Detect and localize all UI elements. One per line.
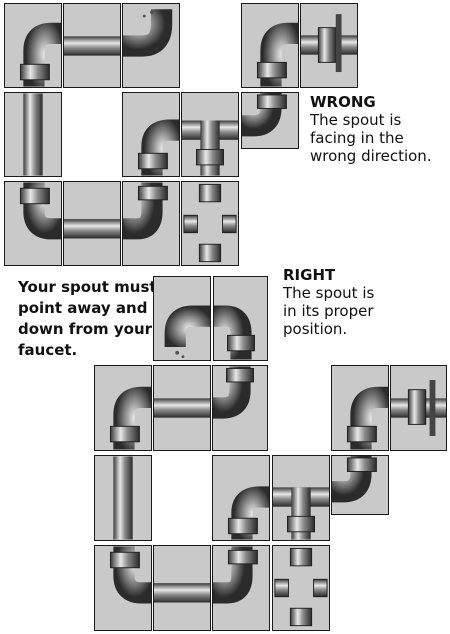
spout-note-line: point away and [18,299,148,317]
elbow-pipe-tile[interactable] [241,3,299,88]
spout-tile[interactable] [122,3,180,88]
right-line: position. [283,320,348,338]
elbow-pipe-tile[interactable] [122,92,180,177]
elbow-pipe-tile[interactable] [213,276,268,361]
fittings-tile[interactable] [181,181,239,266]
wrong-line: wrong direction. [310,147,432,165]
straight-pipe-tile[interactable] [63,181,121,266]
right-line: in its proper [283,302,374,320]
spout-detail-tile[interactable] [153,276,211,361]
straight-pipe-tile[interactable] [63,3,121,88]
fittings-tile[interactable] [272,545,330,631]
elbow-pipe-tile[interactable] [331,455,389,515]
elbow-pipe-tile[interactable] [241,92,299,149]
wrong-heading: WRONG [310,93,376,111]
wrong-line: facing in the [310,129,404,147]
elbow-pipe-tile[interactable] [212,365,268,451]
spout-note-line: Your spout must [18,278,157,296]
tee-pipe-tile[interactable] [272,455,330,541]
elbow-pipe-tile[interactable] [212,455,270,541]
straight-pipe-tile[interactable] [153,545,211,631]
elbow-pipe-tile[interactable] [212,545,270,631]
spout-note-line: faucet. [18,341,78,359]
elbow-pipe-tile[interactable] [94,545,152,631]
elbow-pipe-tile[interactable] [331,365,389,451]
elbow-pipe-tile[interactable] [94,365,152,451]
tee-pipe-tile[interactable] [181,92,239,177]
elbow-pipe-tile[interactable] [4,3,62,88]
right-heading: RIGHT [283,266,336,284]
elbow-pipe-tile[interactable] [4,181,62,266]
spout-note-line: down from your [18,320,153,338]
faucet-valve-tile[interactable] [300,3,358,88]
straight-pipe-tile[interactable] [153,365,211,451]
wrong-line: The spout is [310,111,402,129]
right-line: The spout is [283,284,375,302]
straight-pipe-tile[interactable] [4,92,62,177]
elbow-pipe-tile[interactable] [122,181,180,266]
straight-pipe-tile[interactable] [94,455,152,541]
faucet-valve-tile[interactable] [390,365,447,451]
